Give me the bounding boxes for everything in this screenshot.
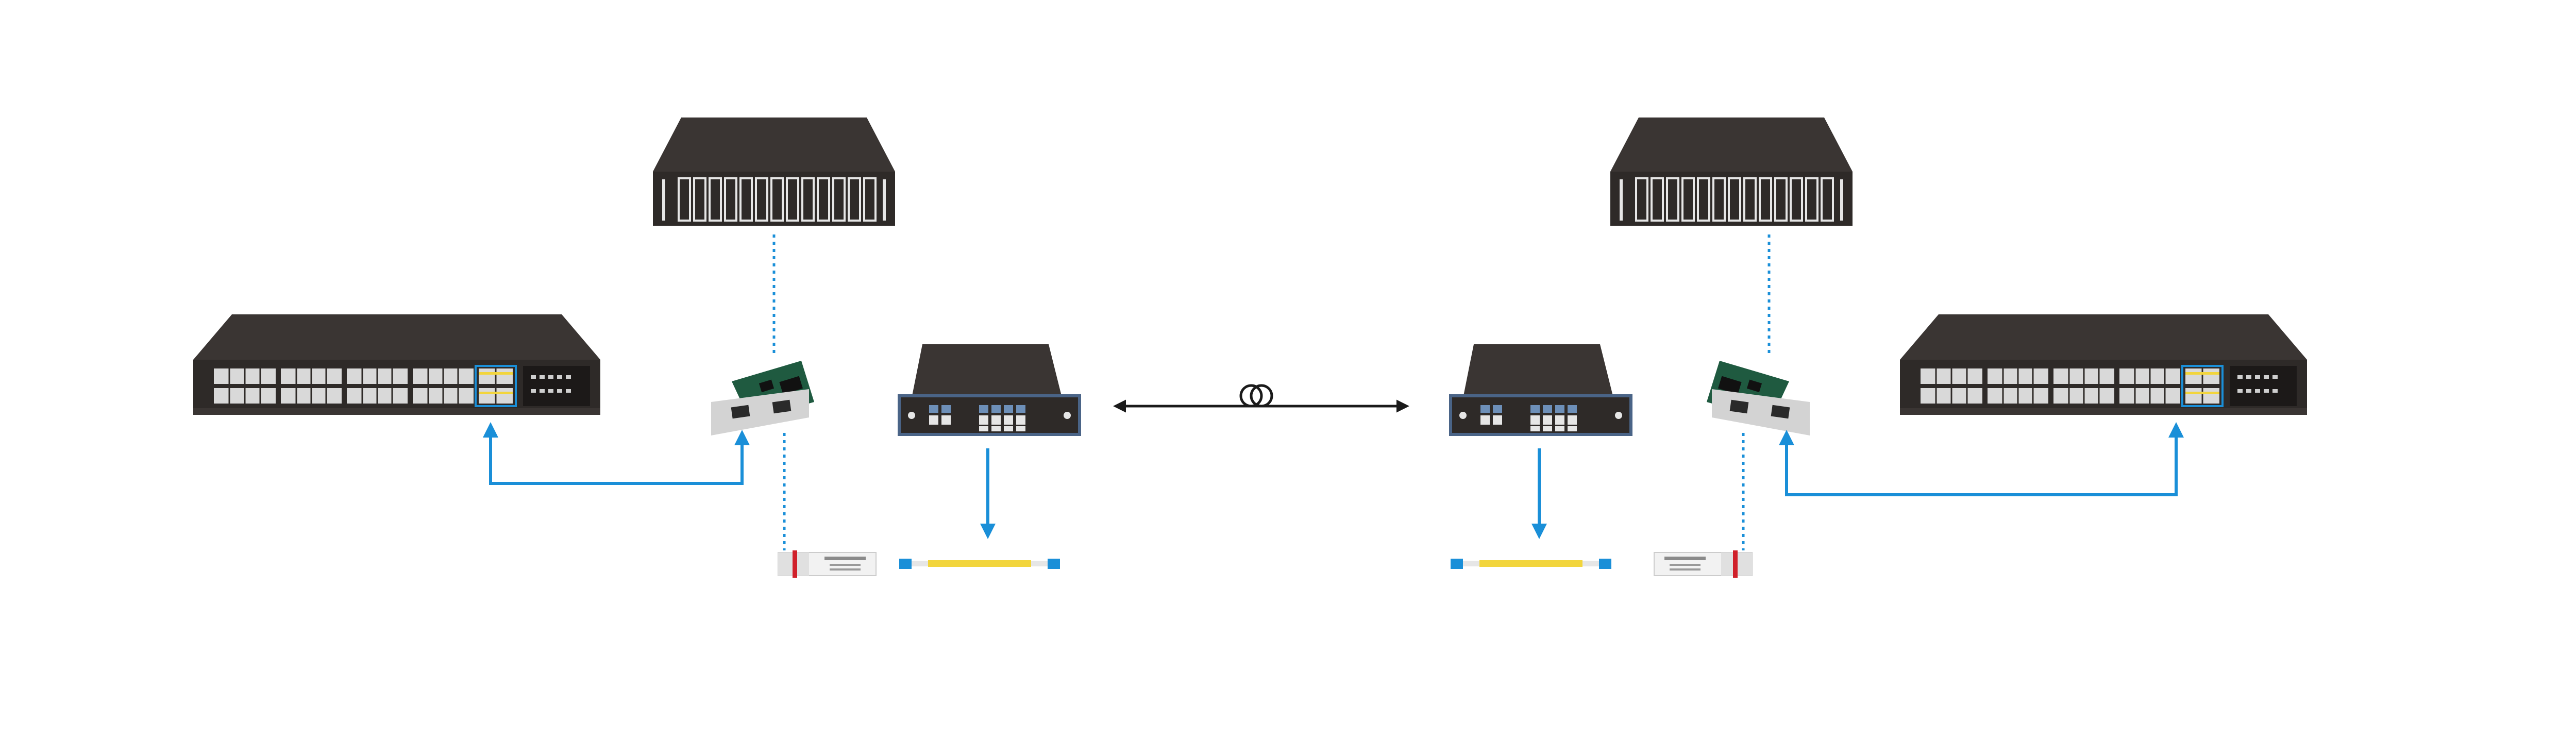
patch-cord-icon [899, 559, 1060, 569]
mux-icon [899, 344, 1080, 434]
switch-icon [192, 313, 601, 416]
mux-right [1451, 344, 1631, 434]
switch-right [1899, 313, 2308, 416]
sfp-left [778, 550, 877, 578]
card-left [711, 361, 814, 435]
sfp-right [1654, 550, 1753, 578]
link-card-right-to-switch-right [1779, 422, 2184, 496]
server-left [652, 116, 896, 227]
switch-left [192, 313, 601, 416]
card-icon [1707, 361, 1810, 435]
sfp-icon [1654, 550, 1753, 578]
server-icon [1609, 116, 1854, 227]
card-right [1707, 361, 1810, 435]
server-icon [652, 116, 896, 227]
card-icon [711, 361, 814, 435]
mux-left [899, 344, 1080, 434]
mux-icon [1451, 344, 1631, 434]
fiber-spool-icon [1239, 384, 1273, 408]
sfp-icon [778, 550, 877, 578]
link-card-left-to-switch-left [483, 422, 750, 485]
server-right [1609, 116, 1854, 227]
patch-cord-icon [1451, 559, 1611, 569]
patch-right [1451, 559, 1611, 569]
switch-icon [1899, 313, 2308, 416]
patch-left [899, 559, 1060, 569]
